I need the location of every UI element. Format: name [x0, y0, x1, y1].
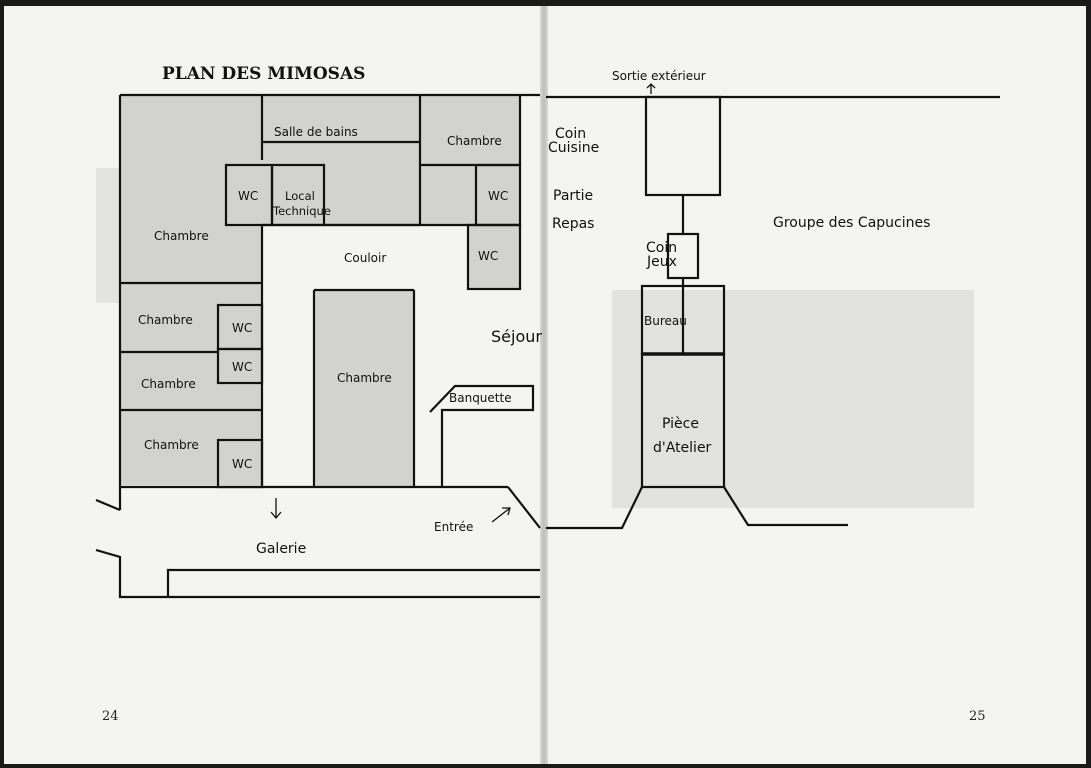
corridor-strip	[262, 295, 314, 487]
label-sortie-exterieur: Sortie extérieur	[612, 69, 706, 83]
label-groupe-capucines: Groupe des Capucines	[773, 215, 930, 231]
label-chambre-big: Chambre	[154, 229, 209, 243]
label-bureau: Bureau	[644, 314, 687, 328]
label-banquette: Banquette	[449, 391, 512, 405]
label-wc-3: WC	[478, 249, 498, 263]
page-number-right: 25	[969, 709, 986, 724]
label-chambre-center: Chambre	[337, 371, 392, 385]
label-chambre-top-right: Chambre	[447, 134, 502, 148]
label-salle-de-bains: Salle de bains	[274, 125, 358, 139]
label-piece-atelier-2: d'Atelier	[653, 440, 712, 456]
label-chambre-a: Chambre	[138, 313, 193, 327]
chambre-center-area	[314, 290, 414, 487]
label-wc-4: WC	[232, 321, 252, 335]
label-partie-repas-2: Repas	[552, 216, 594, 232]
label-coin-cuisine-1: Coin	[555, 126, 586, 142]
label-wc-1: WC	[238, 189, 258, 203]
left-walls	[95, 93, 541, 599]
plan-title: PLAN DES MIMOSAS	[162, 64, 365, 84]
sejour-area-left	[414, 290, 520, 487]
label-sejour: Séjour	[491, 327, 542, 346]
label-entree: Entrée	[434, 520, 473, 534]
couloir-area	[262, 225, 468, 295]
label-coin-cuisine-2: Cuisine	[548, 140, 599, 156]
label-chambre-b: Chambre	[141, 377, 196, 391]
arrows	[270, 83, 656, 523]
label-couloir: Couloir	[344, 251, 386, 265]
label-wc-6: WC	[232, 457, 252, 471]
label-partie-repas-1: Partie	[553, 188, 593, 204]
label-local-technique-2: Technique	[272, 204, 331, 218]
label-local-technique-1: Local	[285, 189, 315, 203]
label-wc-5: WC	[232, 360, 252, 374]
label-piece-atelier-1: Pièce	[662, 416, 699, 432]
book-gutter	[540, 6, 548, 764]
label-wc-2: WC	[488, 189, 508, 203]
label-chambre-c: Chambre	[144, 438, 199, 452]
show-through-photo-right	[612, 290, 974, 508]
page-number-left: 24	[102, 709, 119, 724]
label-coin-jeux-1: Coin	[646, 240, 677, 256]
label-galerie: Galerie	[256, 541, 306, 557]
label-coin-jeux-2: Jeux	[646, 254, 677, 270]
